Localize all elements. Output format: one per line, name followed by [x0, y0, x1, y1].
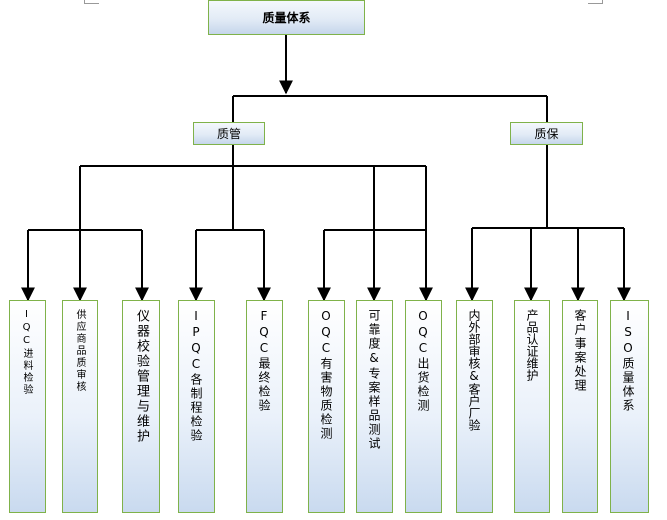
leaf-node: IQC进料检验 [9, 300, 46, 513]
root-label: 质量体系 [262, 11, 311, 25]
leaf-label: ISO质量体系 [621, 309, 635, 413]
leaf-label: 客户事案处理 [573, 309, 587, 393]
leaf-node: OQC有害物质检测 [308, 300, 345, 513]
leaf-label: OQC出货检测 [416, 309, 430, 413]
node-zhiguan: 质管 [193, 122, 265, 145]
node-label: 质保 [534, 127, 559, 141]
leaf-label: 内外部审核&客户厂验 [467, 309, 481, 431]
leaf-node: FQC最终检验 [246, 300, 283, 513]
corner-mark [588, 0, 603, 4]
leaf-node: ISO质量体系 [610, 300, 649, 513]
leaf-label: IPQC各制程检验 [189, 309, 203, 443]
leaf-label: OQC有害物质检测 [319, 309, 333, 441]
leaf-node: 内外部审核&客户厂验 [456, 300, 493, 513]
leaf-node: 仪器校验管理与维护 [122, 300, 160, 513]
leaf-label: 仪器校验管理与维护 [134, 309, 149, 444]
leaf-label: 产品认证维护 [525, 309, 539, 381]
leaf-label: 可靠度&专案样品测试 [367, 309, 381, 451]
leaf-label: FQC最终检验 [257, 309, 271, 413]
leaf-node: IPQC各制程检验 [178, 300, 215, 513]
corner-mark [84, 0, 99, 4]
leaf-node: 可靠度&专案样品测试 [356, 300, 393, 513]
leaf-label: 供应商品质审核 [74, 309, 85, 393]
node-label: 质管 [216, 127, 241, 141]
node-zhibao: 质保 [510, 122, 583, 145]
leaf-node: 产品认证维护 [514, 300, 550, 513]
leaf-node: 供应商品质审核 [62, 300, 98, 513]
leaf-label: IQC进料检验 [21, 309, 32, 396]
leaf-node: 客户事案处理 [562, 300, 598, 513]
leaf-node: OQC出货检测 [405, 300, 442, 513]
root-node: 质量体系 [208, 0, 365, 35]
